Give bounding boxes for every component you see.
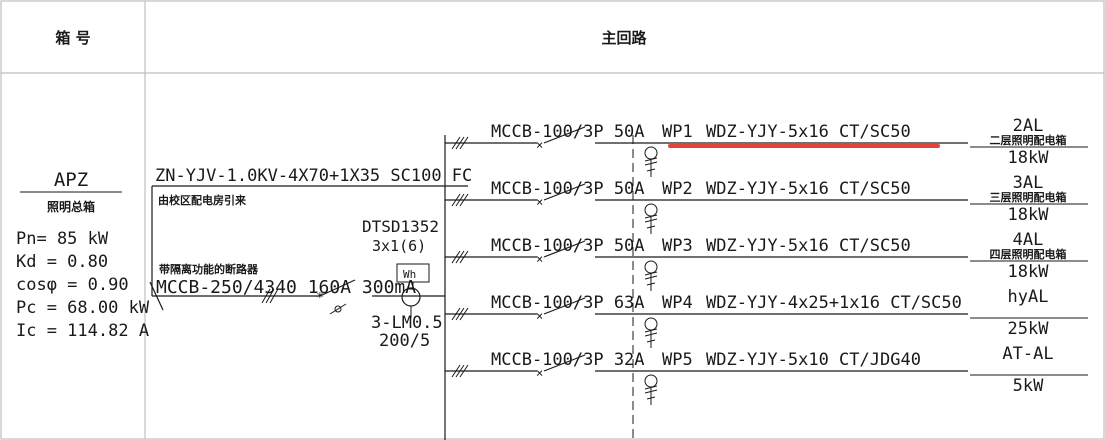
circuit-3-tick: [451, 250, 461, 264]
circuit-4-breaker-label: MCCB-100/3P 63A: [491, 293, 645, 313]
circuit-2-cable: WDZ-YJY-5x16 CT/SC50: [706, 179, 911, 199]
box-param-pn: Pn= 85 kW: [16, 229, 109, 249]
circuit-2-earth-mark: [644, 214, 658, 234]
circuit-4-id: WP4: [662, 293, 693, 313]
circuit-3-earth-mark: [644, 271, 658, 291]
circuit-2-tick: [459, 193, 469, 207]
circuit-3-breaker-cross-icon: ×: [536, 252, 543, 266]
ct-ratio: 200/5: [379, 331, 430, 351]
circuit-2-switch-blade: [543, 183, 586, 201]
circuit-2-breaker-label: MCCB-100/3P 50A: [491, 179, 645, 199]
circuit-3-tick: [455, 250, 465, 264]
box-param-cos: cosφ = 0.90: [16, 275, 129, 295]
circuit-5-breaker-cross-icon: ×: [536, 366, 543, 380]
meter-model: DTSD1352: [362, 217, 439, 236]
incoming-breaker-label: MCCB-250/4340 160A 300mA: [156, 277, 416, 298]
box-info: APZ 照明总箱 Pn= 85 kW Kd = 0.80 cosφ = 0.90…: [16, 169, 150, 341]
circuit-3-power: 18kW: [1008, 262, 1050, 282]
circuit-4-tick: [459, 307, 469, 321]
box-name: 照明总箱: [47, 199, 95, 214]
circuit-2-power: 18kW: [1008, 205, 1050, 225]
circuit-5-tick: [451, 364, 461, 378]
circuit-5-cable: WDZ-YJY-5x10 CT/JDG40: [706, 350, 921, 370]
circuit-1-tick: [455, 136, 465, 150]
circuit-1-id: WP1: [662, 122, 693, 142]
circuit-2-tick: [455, 193, 465, 207]
circuit-4-earth-mark: [644, 328, 658, 348]
breaker-note: 带隔离功能的断路器: [159, 262, 259, 276]
box-param-kd: Kd = 0.80: [16, 252, 108, 272]
circuit-4-load-id: hyAL: [1008, 287, 1049, 307]
circuit-1-cable: WDZ-YJY-5x16 CT/SC50: [706, 122, 911, 142]
circuit-5-load-id: AT-AL: [1002, 344, 1053, 364]
circuit-4-switch-blade: [543, 297, 586, 315]
circuit-1-breaker-cross-icon: ×: [536, 138, 543, 152]
circuit-1-switch-blade: [543, 126, 586, 144]
circuit-3-breaker-label: MCCB-100/3P 50A: [491, 236, 645, 256]
ct-model: 3-LM0.5: [371, 313, 443, 333]
circuit-2-load-id: 3AL: [1013, 173, 1044, 193]
circuit-1-tick: [459, 136, 469, 150]
meter-symbol: Wh: [403, 268, 416, 281]
circuit-2-breaker-cross-icon: ×: [536, 195, 543, 209]
circuit-1-power: 18kW: [1008, 148, 1050, 168]
circuit-5-id: WP5: [662, 350, 693, 370]
circuit-3-rcd-icon: [644, 260, 658, 274]
box-id: APZ: [54, 169, 88, 191]
circuit-1-earth-mark: [644, 157, 658, 177]
circuit-4-tick: [455, 307, 465, 321]
circuit-2-id: WP2: [662, 179, 693, 199]
circuit-5-breaker-label: MCCB-100/3P 32A: [491, 350, 645, 370]
circuit-1-rcd-icon: [644, 146, 658, 160]
circuit-3-tick: [459, 250, 469, 264]
circuit-3-load-name: 四层照明配电箱: [990, 247, 1067, 261]
circuit-1-tick: [451, 136, 461, 150]
circuit-4-tick: [451, 307, 461, 321]
box-param-pc: Pc = 68.00 kW: [16, 298, 150, 318]
circuit-2-load-name: 三层照明配电箱: [990, 190, 1067, 204]
circuit-4-rcd-icon: [644, 317, 658, 331]
meter-rating: 3x1(6): [372, 237, 426, 255]
circuit-5-tick: [459, 364, 469, 378]
circuit-5-earth-mark: [644, 385, 658, 405]
circuit-5-tick: [455, 364, 465, 378]
circuit-4-power: 25kW: [1008, 319, 1050, 339]
circuit-1-load-name: 二层照明配电箱: [990, 133, 1067, 147]
circuit-5-rcd-icon: [644, 374, 658, 388]
box-param-ic: Ic = 114.82 A: [16, 321, 149, 341]
circuit-4-breaker-cross-icon: ×: [536, 309, 543, 323]
circuit-3-load-id: 4AL: [1013, 230, 1044, 250]
incoming-feeder: ZN-YJV-1.0KV-4X70+1X35 SC100 FC 由校区配电房引来…: [149, 166, 472, 351]
circuit-1-load-id: 2AL: [1013, 116, 1044, 136]
breaker-cross-icon: *: [316, 291, 324, 306]
circuit-5-power: 5kW: [1013, 376, 1044, 396]
circuit-2-rcd-icon: [644, 203, 658, 217]
circuit-3-cable: WDZ-YJY-5x16 CT/SC50: [706, 236, 911, 256]
circuit-1-breaker-label: MCCB-100/3P 50A: [491, 122, 645, 142]
circuit-3-switch-blade: [543, 240, 586, 258]
circuit-5-switch-blade: [543, 354, 586, 372]
circuit-4-cable: WDZ-YJY-4x25+1x16 CT/SC50: [706, 293, 962, 313]
incoming-cable-label: ZN-YJV-1.0KV-4X70+1X35 SC100 FC: [155, 166, 472, 186]
circuit-3-id: WP3: [662, 236, 693, 256]
header-box-number: 箱 号: [55, 29, 90, 47]
circuit-2-tick: [451, 193, 461, 207]
incoming-source-note: 由校区配电房引来: [158, 193, 247, 207]
header-main-circuit: 主回路: [601, 29, 647, 47]
